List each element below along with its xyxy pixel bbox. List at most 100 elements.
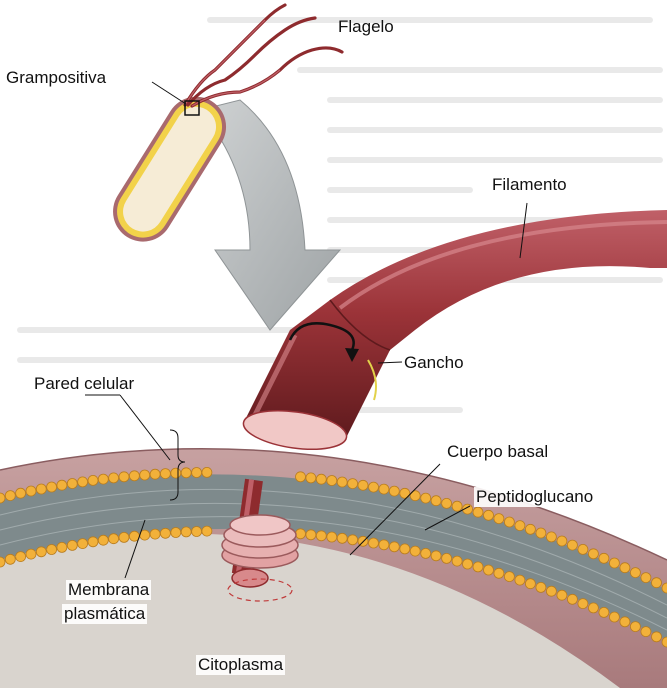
membrane-head	[98, 535, 108, 545]
membrane-head	[327, 532, 337, 542]
membrane-head	[150, 529, 160, 539]
membrane-head	[652, 578, 662, 588]
membrane-head	[515, 575, 525, 585]
membrane-head	[36, 547, 46, 557]
membrane-head	[641, 573, 651, 583]
membrane-head	[337, 477, 347, 487]
membrane-head	[327, 476, 337, 486]
membrane-head	[473, 562, 483, 572]
label-citoplasma: Citoplasma	[196, 655, 285, 675]
membrane-head	[431, 551, 441, 561]
label-flagelo: Flagelo	[338, 17, 394, 37]
membrane-head	[641, 627, 651, 637]
membrane-head	[504, 572, 514, 582]
membrane-head	[484, 565, 494, 575]
membrane-head	[78, 477, 88, 487]
membrane-head	[109, 473, 119, 483]
membrane-head	[609, 612, 619, 622]
membrane-head	[160, 528, 170, 538]
membrane-head	[316, 474, 326, 484]
label-pared-celular: Pared celular	[32, 374, 136, 394]
membrane-head	[16, 488, 26, 498]
membrane-head	[316, 531, 326, 541]
membrane-head	[192, 527, 202, 537]
membrane-head	[630, 622, 640, 632]
membrane-head	[515, 521, 525, 531]
membrane-head	[348, 535, 358, 545]
membrane-head	[57, 542, 67, 552]
membrane-head	[129, 471, 139, 481]
membrane-head	[599, 607, 609, 617]
membrane-head	[567, 594, 577, 604]
membrane-head	[47, 482, 57, 492]
membrane-head	[652, 632, 662, 642]
membrane-head	[192, 468, 202, 478]
membrane-head	[171, 468, 181, 478]
membrane-head	[525, 579, 535, 589]
membrane-head	[599, 553, 609, 563]
membrane-head	[5, 554, 15, 564]
label-filamento: Filamento	[490, 175, 569, 195]
membrane-head	[47, 545, 57, 555]
membrane-head	[546, 532, 556, 542]
membrane-head	[119, 532, 129, 542]
membrane-head	[119, 472, 129, 482]
membrane-head	[630, 568, 640, 578]
membrane-head	[536, 528, 546, 538]
membrane-head	[578, 544, 588, 554]
membrane-head	[16, 552, 26, 562]
membrane-head	[442, 553, 452, 563]
membrane-head	[36, 484, 46, 494]
membrane-head	[88, 475, 98, 485]
membrane-head	[67, 540, 77, 550]
membrane-head	[452, 501, 462, 511]
membrane-head	[202, 526, 212, 536]
membrane-head	[400, 488, 410, 498]
membrane-head	[5, 491, 15, 501]
bacterium-cell	[102, 85, 238, 252]
membrane-head	[369, 538, 379, 548]
membrane-head	[588, 603, 598, 613]
membrane-head	[578, 599, 588, 609]
membrane-head	[306, 530, 316, 540]
membrane-head	[296, 472, 306, 482]
membrane-head	[358, 480, 368, 490]
membrane-head	[494, 568, 504, 578]
membrane-head	[536, 582, 546, 592]
membrane-head	[557, 536, 567, 546]
membrane-head	[557, 590, 567, 600]
membrane-head	[567, 540, 577, 550]
membrane-head	[389, 486, 399, 496]
membrane-head	[504, 517, 514, 527]
label-cuerpo-basal: Cuerpo basal	[445, 442, 550, 462]
membrane-head	[620, 563, 630, 573]
membrane-head	[306, 473, 316, 483]
membrane-head	[109, 534, 119, 544]
membrane-head	[348, 479, 358, 489]
label-peptidoglucano: Peptidoglucano	[474, 487, 595, 507]
membrane-head	[88, 537, 98, 547]
membrane-head	[379, 484, 389, 494]
membrane-head	[400, 544, 410, 554]
membrane-head	[26, 486, 36, 496]
membrane-head	[26, 549, 36, 559]
membrane-head	[463, 559, 473, 569]
label-grampositiva: Grampositiva	[6, 68, 106, 88]
membrane-head	[421, 493, 431, 503]
label-membrana-line2: plasmática	[62, 604, 147, 624]
membrane-head	[202, 467, 212, 477]
membrane-head	[171, 528, 181, 538]
label-membrana-line1: Membrana	[66, 580, 151, 600]
membrane-head	[337, 533, 347, 543]
membrane-head	[389, 542, 399, 552]
membrane-head	[57, 480, 67, 490]
membrane-head	[181, 468, 191, 478]
membrane-head	[421, 548, 431, 558]
membrane-head	[369, 482, 379, 492]
membrane-head	[452, 556, 462, 566]
membrane-head	[442, 498, 452, 508]
membrane-head	[78, 539, 88, 549]
membrane-head	[620, 617, 630, 627]
membrane-head	[609, 558, 619, 568]
